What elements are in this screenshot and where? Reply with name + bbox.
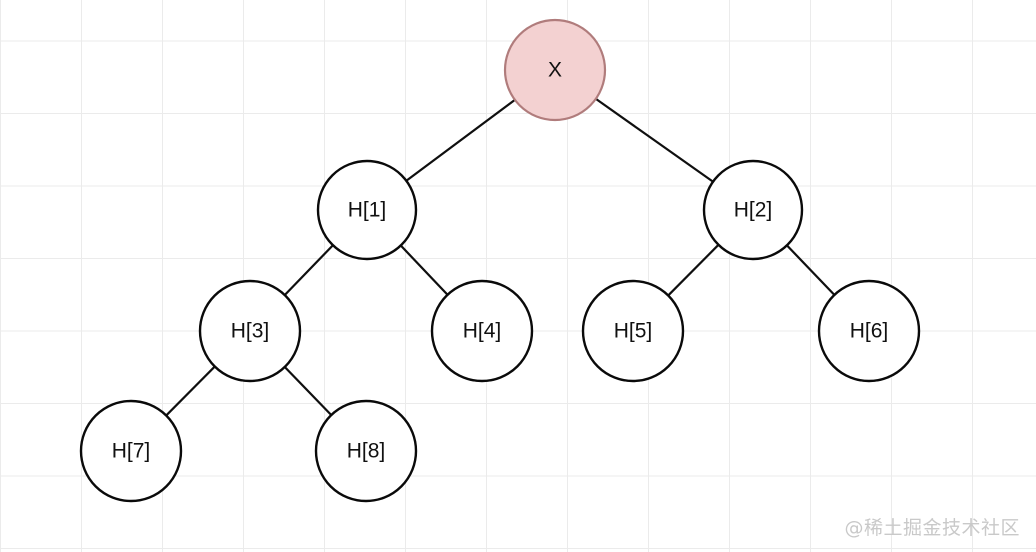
- node-circle-h8[interactable]: [314, 399, 418, 503]
- tree-edge-h3-h8: [283, 365, 333, 417]
- tree-edge-h2-h5: [666, 243, 720, 297]
- tree-node-h5[interactable]: H[5]: [581, 279, 685, 383]
- node-circle-h7[interactable]: [79, 399, 183, 503]
- tree-node-h8[interactable]: H[8]: [314, 399, 418, 503]
- node-label-x: X: [548, 59, 562, 82]
- node-label-h8: H[8]: [347, 440, 386, 463]
- nodes-group: X H[1] H[2] H[3] H[4] H[5] H[6] H[7] H[8]: [79, 18, 921, 503]
- tree-node-h7[interactable]: H[7]: [79, 399, 183, 503]
- tree-edge-h2-h6: [785, 243, 836, 297]
- tree-edge-x-h1: [404, 98, 517, 183]
- edges-group: [164, 97, 836, 417]
- tree-node-h2[interactable]: H[2]: [702, 159, 804, 261]
- node-label-h5: H[5]: [614, 320, 653, 343]
- tree-node-h1[interactable]: H[1]: [316, 159, 418, 261]
- node-circle-h6[interactable]: [817, 279, 921, 383]
- tree-node-h6[interactable]: H[6]: [817, 279, 921, 383]
- watermark-text: @稀土掘金技术社区: [844, 517, 1020, 539]
- tree-node-h4[interactable]: H[4]: [430, 279, 534, 383]
- node-circle-h1[interactable]: [316, 159, 418, 261]
- tree-edge-h1-h3: [283, 243, 335, 297]
- node-circle-h5[interactable]: [581, 279, 685, 383]
- tree-edge-x-h2: [594, 97, 715, 184]
- node-circle-h3[interactable]: [198, 279, 302, 383]
- node-label-h2: H[2]: [734, 199, 773, 222]
- node-label-h1: H[1]: [348, 199, 387, 222]
- node-label-h7: H[7]: [112, 440, 151, 463]
- tree-node-h3[interactable]: H[3]: [198, 279, 302, 383]
- node-label-h6: H[6]: [850, 320, 889, 343]
- node-circle-h2[interactable]: [702, 159, 804, 261]
- node-circle-x[interactable]: [503, 18, 607, 122]
- tree-node-x[interactable]: X: [503, 18, 607, 122]
- node-label-h4: H[4]: [463, 320, 502, 343]
- node-circle-h4[interactable]: [430, 279, 534, 383]
- tree-edge-h1-h4: [399, 244, 450, 297]
- node-label-h3: H[3]: [231, 320, 270, 343]
- tree-edge-h3-h7: [164, 365, 217, 417]
